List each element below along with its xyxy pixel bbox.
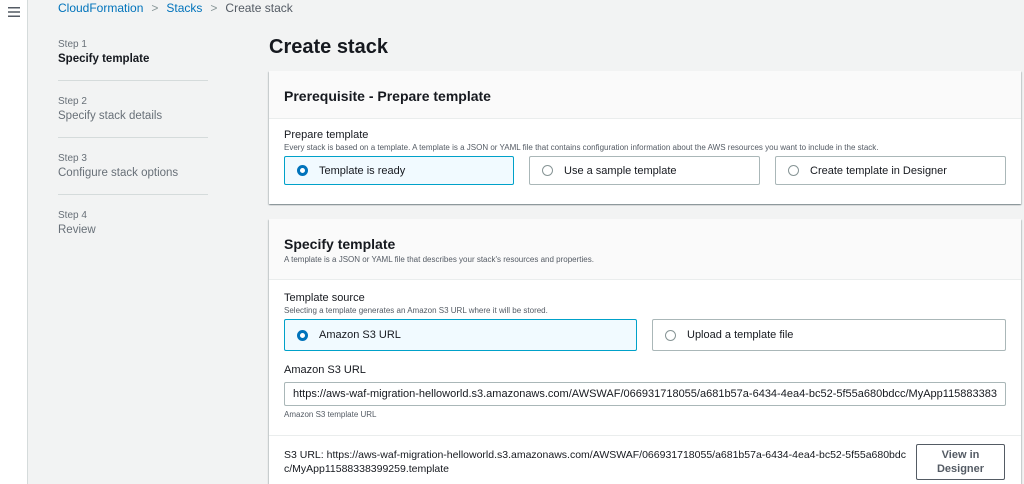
chevron-right-icon: > [210, 1, 218, 15]
panel-header: Prerequisite - Prepare template [269, 71, 1021, 119]
breadcrumb: CloudFormation > Stacks > Create stack [58, 1, 293, 15]
option-label: Upload a template file [687, 329, 794, 341]
step-number: Step 2 [58, 96, 87, 107]
menu-icon[interactable] [6, 4, 22, 20]
side-navigation-rail [0, 0, 28, 484]
panel-title: Prerequisite - Prepare template [284, 88, 491, 104]
radio-selected-icon [297, 329, 308, 341]
breadcrumb-current: Create stack [225, 1, 293, 15]
panel-title: Specify template [284, 236, 396, 252]
option-use-sample-template[interactable]: Use a sample template [529, 156, 760, 185]
option-label: Use a sample template [564, 164, 677, 177]
breadcrumb-stacks-link[interactable]: Stacks [166, 1, 203, 15]
step-number: Step 1 [58, 39, 87, 50]
step-title: Review [58, 224, 96, 236]
s3-url-label: Amazon S3 URL [284, 364, 366, 376]
panel-body: Template source Selecting a template gen… [269, 280, 1021, 420]
s3-url-hint: Amazon S3 template URL [284, 410, 377, 419]
option-label: Amazon S3 URL [319, 329, 401, 341]
radio-unselected-icon [542, 165, 553, 176]
panel-body: Prepare template Every stack is based on… [269, 119, 1021, 185]
s3-url-summary: S3 URL: https://aws-waf-migration-hellow… [269, 435, 1021, 484]
wizard-step-3: Step 3 Configure stack options [58, 152, 208, 195]
wizard-step-2: Step 2 Specify stack details [58, 95, 208, 138]
option-label: Template is ready [319, 164, 406, 177]
step-title: Specify template [58, 53, 150, 65]
wizard-steps: Step 1 Specify template Step 2 Specify s… [58, 38, 208, 265]
s3-url-input[interactable]: https://aws-waf-migration-helloworld.s3.… [284, 382, 1006, 406]
step-title: Configure stack options [58, 167, 179, 179]
prerequisite-panel: Prerequisite - Prepare template Prepare … [269, 71, 1021, 204]
view-in-designer-button[interactable]: View in Designer [916, 444, 1005, 480]
step-number: Step 3 [58, 153, 87, 164]
option-template-is-ready[interactable]: Template is ready [284, 156, 514, 185]
chevron-right-icon: > [151, 1, 159, 15]
radio-selected-icon [297, 165, 308, 176]
prepare-template-options: Template is ready Use a sample template … [284, 156, 1006, 185]
option-label: Create template in Designer [810, 164, 947, 177]
prepare-template-label: Prepare template [284, 129, 369, 141]
specify-template-panel: Specify template A template is a JSON or… [269, 219, 1021, 484]
panel-description: A template is a JSON or YAML file that d… [284, 255, 594, 264]
option-upload-template-file[interactable]: Upload a template file [652, 319, 1006, 351]
page-title: Create stack [269, 36, 388, 58]
template-source-options: Amazon S3 URL Upload a template file [284, 319, 1006, 351]
step-number: Step 4 [58, 210, 87, 221]
option-create-in-designer[interactable]: Create template in Designer [775, 156, 1006, 185]
breadcrumb-cloudformation-link[interactable]: CloudFormation [58, 1, 144, 15]
step-title: Specify stack details [58, 110, 163, 122]
radio-unselected-icon [788, 165, 799, 176]
s3-url-text: S3 URL: https://aws-waf-migration-hellow… [284, 449, 906, 475]
prepare-template-description: Every stack is based on a template. A te… [284, 143, 879, 152]
option-amazon-s3-url[interactable]: Amazon S3 URL [284, 319, 637, 351]
panel-header: Specify template A template is a JSON or… [269, 219, 1021, 280]
wizard-step-4: Step 4 Review [58, 209, 208, 251]
template-source-description: Selecting a template generates an Amazon… [284, 306, 548, 315]
template-source-label: Template source [284, 292, 365, 304]
radio-unselected-icon [665, 329, 676, 341]
wizard-step-1: Step 1 Specify template [58, 38, 208, 81]
